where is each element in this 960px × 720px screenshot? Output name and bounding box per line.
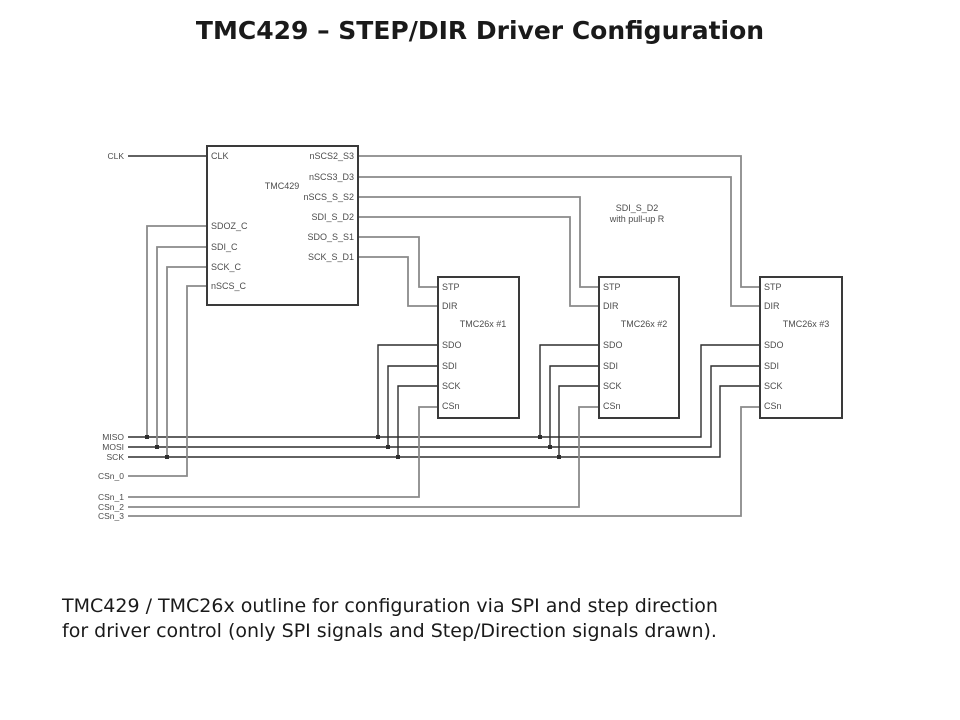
junction-dot [145,435,149,439]
tmc26x-2-label: TMC26x #2 [621,319,668,329]
bus-label-miso: MISO [102,432,124,442]
tmc429-pin-sdo-s-s1: SDO_S_S1 [307,232,354,242]
wire-nscs-s-s2-step2 [358,196,599,288]
bus-label-csn1: CSn_1 [98,492,124,502]
wire-nscs2-s3-step3 [358,155,760,288]
wire-driver2-sck [558,385,599,457]
tmc26x-2-box [598,276,680,419]
tmc26x-3-pin-sck: SCK [764,381,783,391]
bus-label-sck: SCK [107,452,125,462]
wire-driver2-sdo [539,344,599,437]
wire-driver1-sck [397,385,438,457]
page-title: TMC429 – STEP/DIR Driver Configuration [195,16,765,45]
junction-dot [538,435,542,439]
tmc26x-3-pin-csn: CSn [764,401,782,411]
junction-dot [386,445,390,449]
tmc26x-1-pin-stp: STP [442,282,460,292]
tmc26x-2-pin-sck: SCK [603,381,622,391]
pullup-note-line2: with pull-up R [609,214,665,224]
caption-line-1: TMC429 / TMC26x outline for configuratio… [62,595,718,617]
bus-label-csn2: CSn_2 [98,502,124,512]
junction-dot [548,445,552,449]
tmc429-pin-clk: CLK [211,151,229,161]
wire-sck-s-d1-dir1 [358,256,438,307]
bus-label-clk: CLK [107,151,124,161]
tmc429-box [206,145,359,306]
wire-nscs3-d3-dir3 [358,176,760,307]
wire-miso-bus [128,344,760,438]
tmc429-pin-sdi-s-d2: SDI_S_D2 [311,212,354,222]
caption-line-2: for driver control (only SPI signals and… [62,620,717,642]
tmc429-pin-sck-c: SCK_C [211,262,242,272]
wire-driver2-sdi [549,365,599,447]
tmc26x-1-box [437,276,520,419]
tmc26x-3-box [759,276,843,419]
bus-label-csn0: CSn_0 [98,471,124,481]
tmc26x-1-pin-csn: CSn [442,401,460,411]
wire-csn3 [128,406,760,517]
wire-driver1-sdo [377,344,438,437]
wire-sdoz-c [146,225,207,437]
tmc26x-3-label: TMC26x #3 [783,319,830,329]
wire-sdi-c [156,246,207,447]
tmc429-pin-nscs3-d3: nSCS3_D3 [309,172,354,182]
tmc26x-3-pin-sdo: SDO [764,340,784,350]
junction-dot [376,435,380,439]
tmc26x-1-pin-dir: DIR [442,301,458,311]
wire-sck-bus [128,385,760,458]
junction-dot [396,455,400,459]
tmc429-pin-sck-s-d1: SCK_S_D1 [308,252,354,262]
wire-sck-c [166,266,207,457]
junction-dot [557,455,561,459]
junction-dot [165,455,169,459]
tmc429-pin-nscs-s-s2: nSCS_S_S2 [303,192,354,202]
tmc26x-2-pin-stp: STP [603,282,621,292]
figure-caption: TMC429 / TMC26x outline for configuratio… [62,594,882,644]
tmc429-pin-sdi-c: SDI_C [211,242,238,252]
wire-driver1-sdi [387,365,438,447]
tmc26x-2-pin-csn: CSn [603,401,621,411]
bus-label-mosi: MOSI [102,442,124,452]
pullup-note-line1: SDI_S_D2 [616,203,659,213]
tmc26x-1-pin-sdo: SDO [442,340,462,350]
tmc26x-3-pin-sdi: SDI [764,361,779,371]
wire-nscs-c-csn0 [128,285,207,477]
tmc26x-2-pin-sdo: SDO [603,340,623,350]
tmc26x-1-pin-sdi: SDI [442,361,457,371]
tmc429-pin-nscs-c: nSCS_C [211,281,247,291]
wire-csn2 [128,406,599,508]
tmc26x-3-pin-dir: DIR [764,301,780,311]
tmc26x-2-pin-dir: DIR [603,301,619,311]
tmc26x-1-label: TMC26x #1 [460,319,507,329]
tmc429-label: TMC429 [265,181,300,191]
tmc26x-2-pin-sdi: SDI [603,361,618,371]
bus-label-csn3: CSn_3 [98,511,124,521]
tmc26x-3-pin-stp: STP [764,282,782,292]
tmc429-pin-nscs2-s3: nSCS2_S3 [309,151,354,161]
wire-sdo-s-s1-step1 [358,236,438,288]
wire-csn1 [128,406,438,498]
tmc429-pin-sdoz-c: SDOZ_C [211,221,248,231]
wire-sdi-s-d2-dir2 [358,216,599,307]
tmc26x-1-pin-sck: SCK [442,381,461,391]
junction-dot [155,445,159,449]
